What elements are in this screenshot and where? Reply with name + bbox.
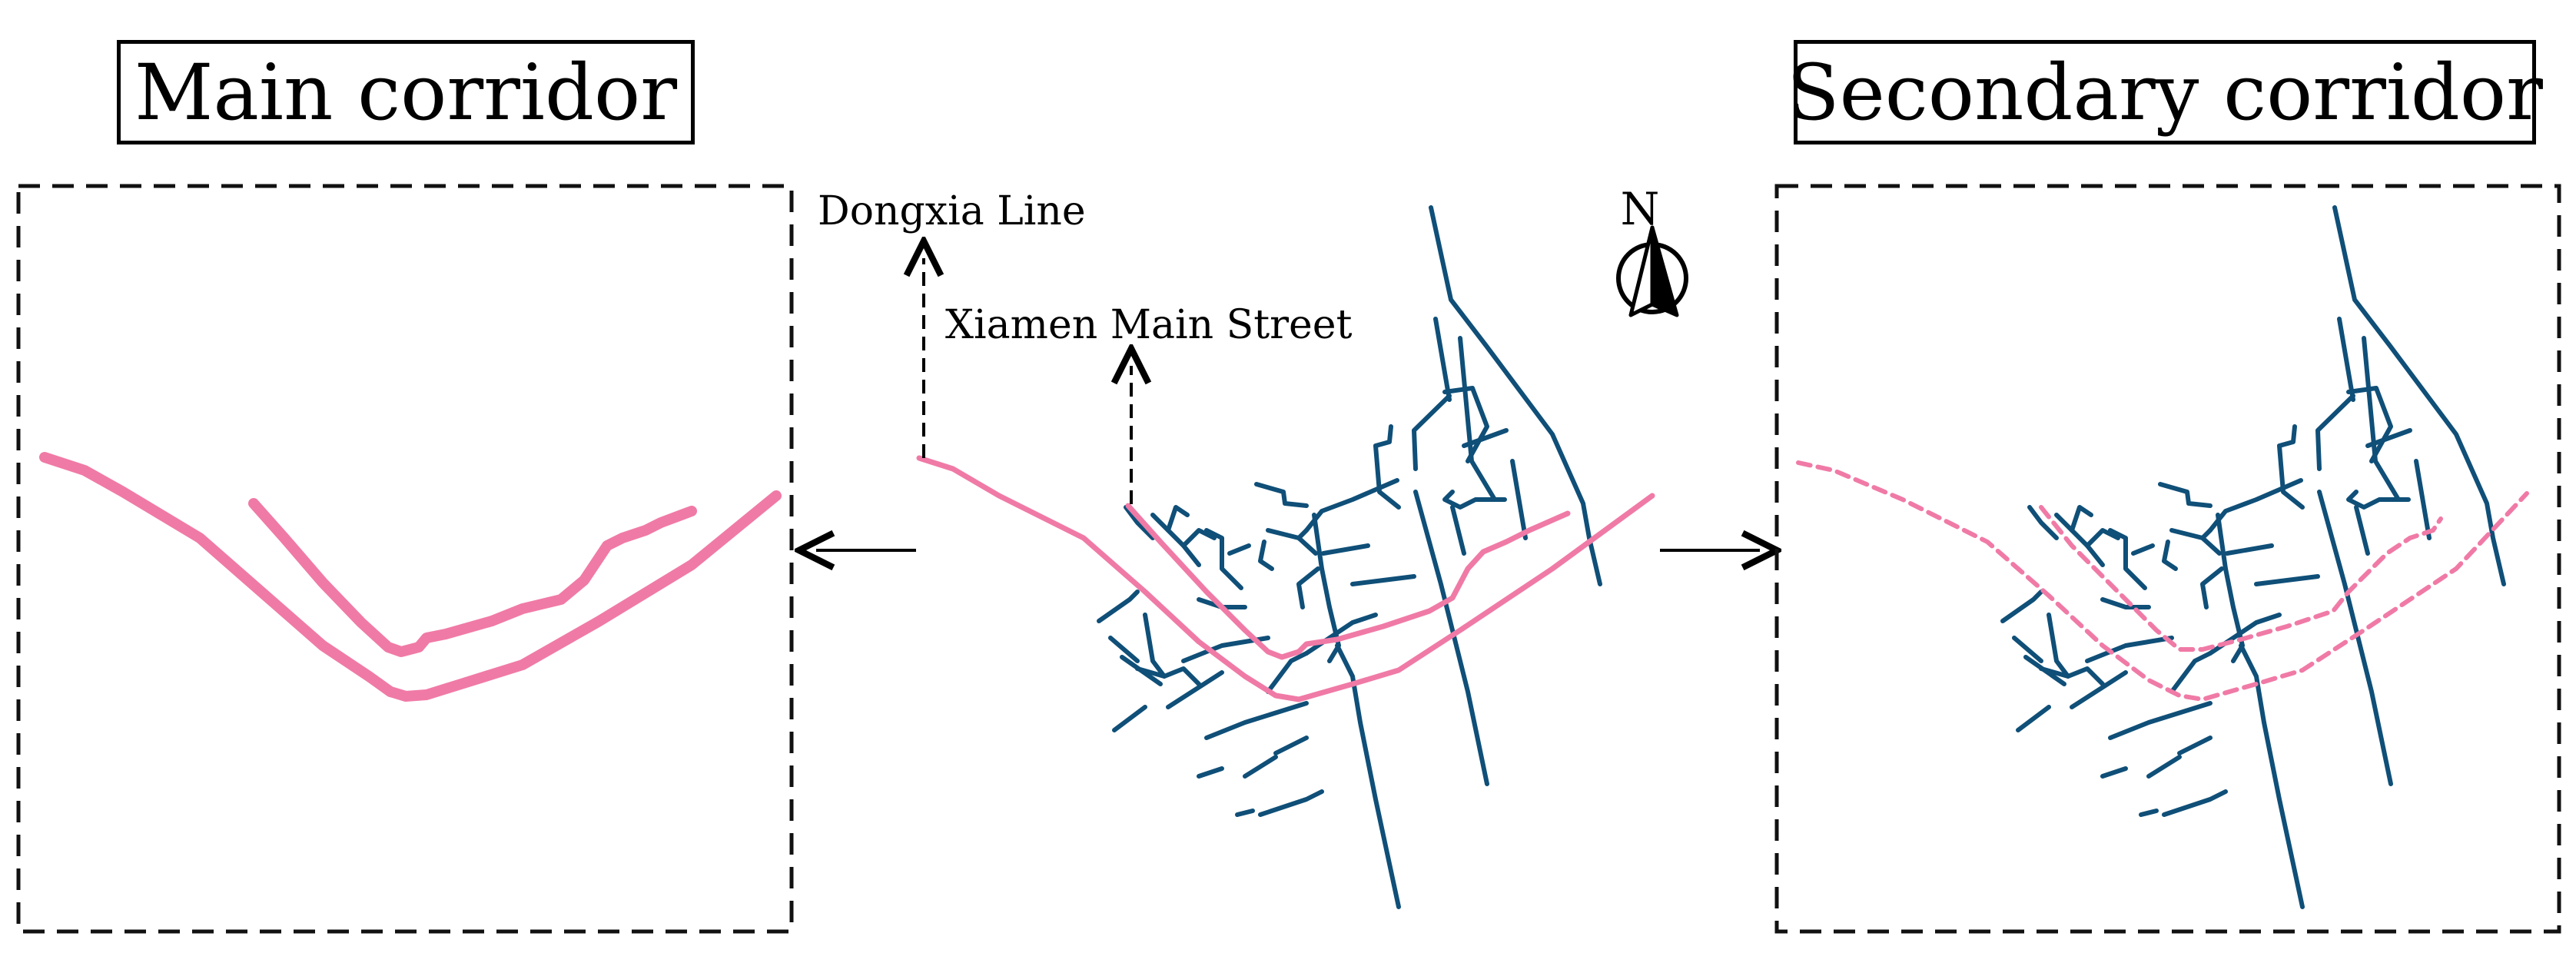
- secondary-street-network: [2003, 208, 2504, 907]
- main-corridor-panel: [16, 184, 794, 934]
- main-corridor-title: Main corridor: [117, 40, 695, 144]
- secondary-corridor-dashed-lines: [1796, 460, 2529, 702]
- secondary-corridor-panel: [1774, 184, 2561, 934]
- xiamen-main-street-label: Xiamen Main Street: [945, 302, 1353, 348]
- compass-north-icon: N: [1616, 183, 1688, 317]
- center-corridor-lines: [916, 455, 1655, 702]
- secondary-corridor-title: Secondary corridor: [1787, 40, 2543, 144]
- dongxia-line-label: Dongxia Line: [818, 188, 1086, 234]
- main-corridor-lines: [39, 452, 782, 702]
